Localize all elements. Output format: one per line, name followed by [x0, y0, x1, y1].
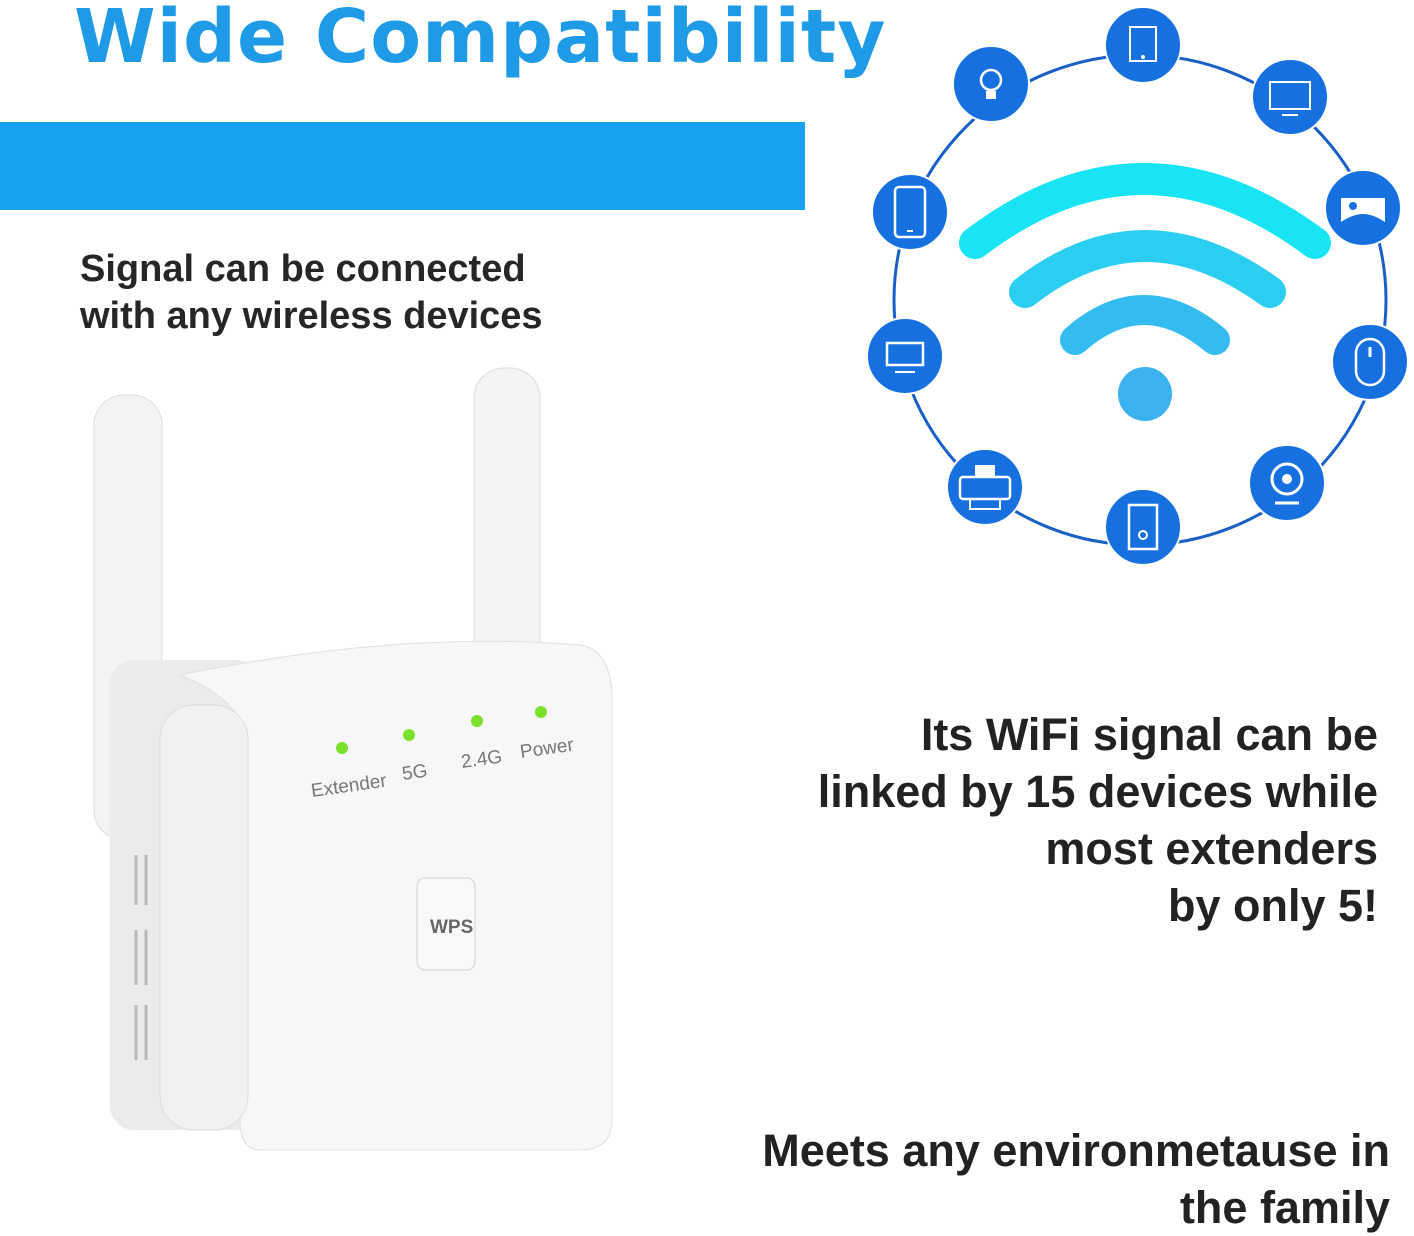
- mouse-icon: [1331, 323, 1409, 401]
- monitor-icon: [1251, 58, 1329, 136]
- feature-text: Its WiFi signal can be linked by 15 devi…: [818, 706, 1378, 934]
- wifi-extender-device: Extender 5G 2.4G Power WPS: [93, 367, 613, 1151]
- wps-button: [416, 877, 476, 971]
- feature-line: Its WiFi signal can be: [920, 709, 1378, 760]
- led-2-4g: [471, 715, 483, 727]
- lightbulb-icon: [952, 45, 1030, 123]
- led-extender: [336, 742, 348, 754]
- webcam-icon: [1248, 444, 1326, 522]
- led-indicators: [336, 706, 547, 754]
- left-antenna-base: [159, 704, 249, 1131]
- feature-line: by only 5!: [1167, 880, 1378, 931]
- subtitle: Signal can be connected with any wireles…: [80, 246, 543, 340]
- led-power: [535, 706, 547, 718]
- accent-bar: [0, 122, 805, 210]
- smartphone-icon: [871, 173, 949, 251]
- bottom-text: Meets any environmetause in the family: [762, 1122, 1390, 1236]
- feature-line: linked by 15 devices while: [817, 766, 1378, 817]
- tablet-icon: [1104, 6, 1182, 84]
- vent-slots: [134, 855, 148, 1060]
- subtitle-line: Signal can be connected: [80, 248, 526, 290]
- page-title: Wide Compatibility: [74, 0, 887, 80]
- printer-icon: [946, 448, 1024, 526]
- feature-line: most extenders: [1045, 823, 1378, 874]
- network-diagram: [866, 6, 1409, 566]
- led-label-5g: 5G: [401, 761, 429, 785]
- wps-label: WPS: [430, 917, 473, 938]
- right-antenna: [473, 367, 541, 669]
- subtitle-line: with any wireless devices: [80, 295, 543, 337]
- gamepad-icon: [1324, 169, 1402, 247]
- led-5g: [403, 729, 415, 741]
- wifi-icon: [959, 163, 1331, 421]
- bottom-line: Meets any environmetause in: [762, 1125, 1390, 1176]
- bottom-line: the family: [1179, 1182, 1390, 1233]
- desktop-icon: [866, 317, 944, 395]
- pc-tower-icon: [1104, 488, 1182, 566]
